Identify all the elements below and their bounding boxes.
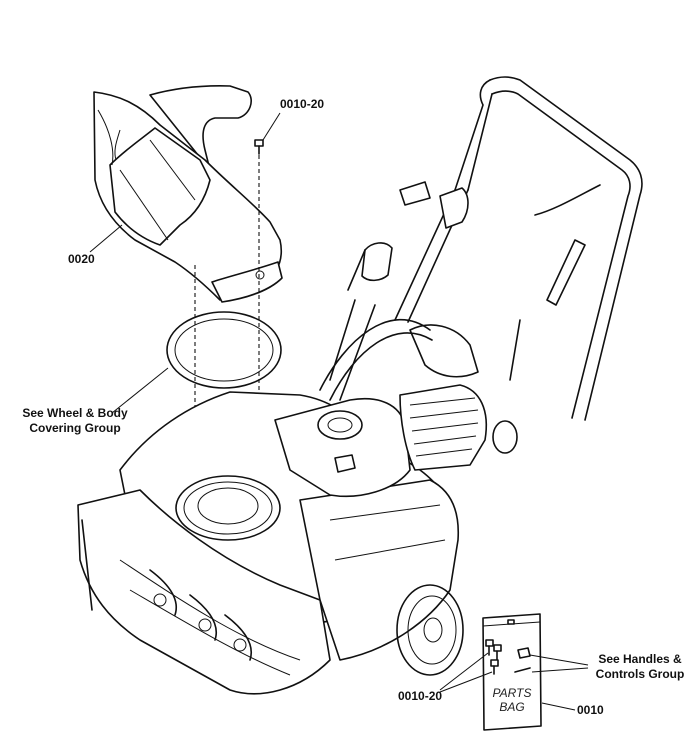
parts-bag-label: PARTS BAG <box>484 686 540 714</box>
bolt-icon-bag-1 <box>485 639 494 656</box>
label-0010-20-top: 0010-20 <box>280 97 325 111</box>
parts-bag-line1: PARTS <box>492 686 532 700</box>
handles-line2: Controls Group <box>595 667 685 681</box>
bolt-icon-bag-2 <box>493 644 502 661</box>
label-wheel-body-group: See Wheel & Body Covering Group <box>10 406 140 436</box>
bolt-0010-20-top <box>254 139 264 155</box>
leader-0020 <box>89 224 123 253</box>
label-0020: 0020 <box>68 252 95 266</box>
discharge-chute <box>93 85 283 303</box>
wheel-body-line1: See Wheel & Body <box>22 406 128 420</box>
leader-0010-20-bottom-b <box>439 671 493 693</box>
leader-handles-b <box>531 667 589 673</box>
handle-assembly <box>319 76 643 421</box>
wheel-body-line2: Covering Group <box>29 421 121 435</box>
bolt-icon-bag-3 <box>490 659 499 675</box>
handles-line1: See Handles & <box>598 652 682 666</box>
leader-0010 <box>541 702 576 711</box>
label-handles-controls-group: See Handles & Controls Group <box>584 652 696 682</box>
chute-ring-gasket <box>166 311 282 389</box>
parts-bag-line2: BAG <box>499 700 525 714</box>
label-0010: 0010 <box>577 703 604 717</box>
snow-thrower-body <box>77 324 518 695</box>
leader-0010-20-top <box>262 112 281 141</box>
leader-handles-a <box>529 654 589 666</box>
clip-icon-bag <box>514 647 531 673</box>
leader-wheel-body <box>111 367 169 414</box>
leader-0010-20-bottom-a <box>439 652 489 691</box>
parts-bag <box>482 613 542 731</box>
label-0010-20-bottom: 0010-20 <box>398 689 443 703</box>
